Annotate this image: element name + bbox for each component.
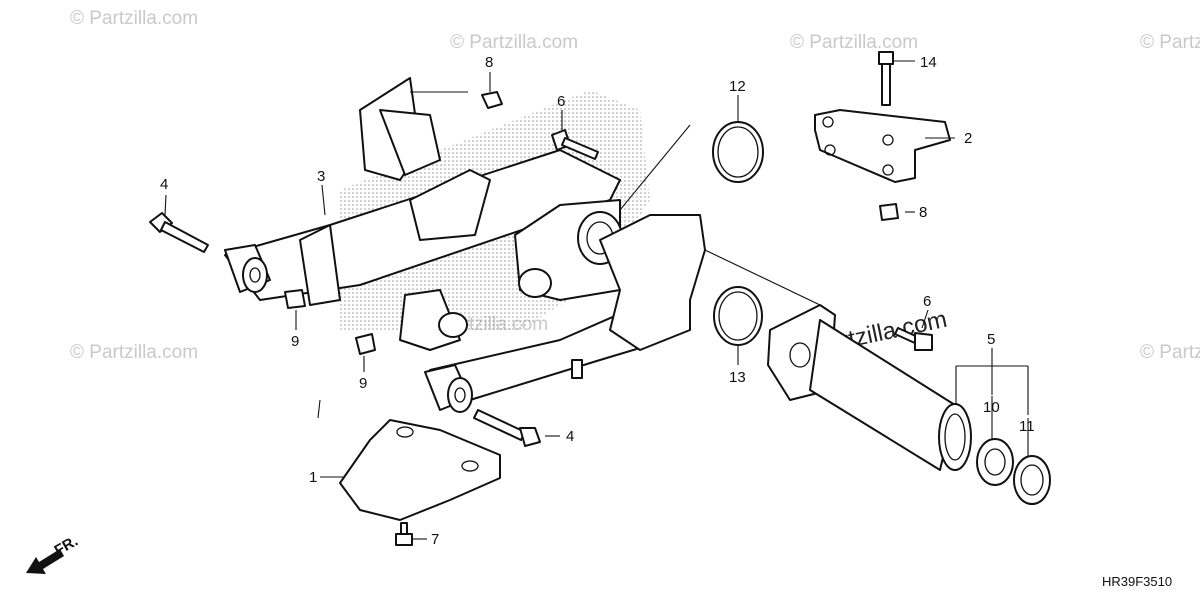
bracket-plate — [814, 109, 951, 183]
bolt-right-middle — [894, 327, 933, 351]
nut-left — [284, 289, 306, 309]
callout-8: 8 — [485, 54, 493, 71]
callout-2: 2 — [964, 130, 972, 147]
callout-1: 1 — [309, 469, 317, 486]
callout-5: 5 — [987, 331, 995, 348]
watermark-text: © Partzilla.com — [450, 32, 578, 53]
front-direction-indicator: FR. — [26, 533, 81, 574]
axle-housing — [767, 304, 972, 471]
callouts: 1 2 3 4 4 5 6 6 7 8 8 9 9 10 11 12 13 14 — [160, 54, 1035, 548]
nut-middle — [355, 333, 376, 355]
nut-top — [481, 91, 503, 109]
diagram-code: HR39F3510 — [1102, 574, 1172, 589]
callout-8: 8 — [919, 204, 927, 221]
watermark-text: © Partzilla.com — [1140, 32, 1200, 53]
callout-12: 12 — [729, 78, 746, 95]
callout-6: 6 — [557, 93, 565, 110]
callout-3: 3 — [317, 168, 325, 185]
bearing — [976, 438, 1014, 486]
o-ring-lower-inner — [718, 291, 758, 341]
o-ring-lower — [713, 286, 763, 346]
callout-14: 14 — [920, 54, 937, 71]
callout-13: 13 — [729, 369, 746, 386]
bolt-top-right — [878, 51, 894, 106]
pivot-bushing-left — [224, 244, 271, 293]
o-ring-upper-inner — [717, 126, 759, 178]
nut-bracket — [879, 203, 899, 221]
skid-plate — [339, 419, 501, 521]
bolt-upper-middle — [551, 129, 599, 160]
o-ring-upper — [712, 121, 764, 183]
callout-11: 11 — [1019, 418, 1035, 435]
watermark-text: © Partzilla.com — [1140, 342, 1200, 363]
callout-4: 4 — [566, 428, 574, 445]
pivot-bushing-right — [424, 364, 473, 413]
bolt-lower-middle — [473, 409, 541, 447]
callout-9: 9 — [359, 375, 367, 392]
oil-seal — [1013, 455, 1051, 505]
front-arrow-icon — [26, 549, 64, 574]
callout-10: 10 — [983, 399, 1000, 416]
swingarm-frame — [224, 77, 706, 401]
bolt-upper-left — [149, 212, 209, 253]
watermark-text: © Partzilla.com — [70, 342, 198, 363]
watermark-text: © Partzilla.com — [790, 32, 918, 53]
watermark-text: © Partzilla.com — [70, 8, 198, 29]
callout-7: 7 — [431, 531, 439, 548]
bolt-skid-plate — [395, 522, 413, 546]
callout-9: 9 — [291, 333, 299, 350]
callout-4: 4 — [160, 176, 168, 193]
leader-lines — [164, 60, 1029, 540]
callout-6: 6 — [923, 293, 931, 310]
